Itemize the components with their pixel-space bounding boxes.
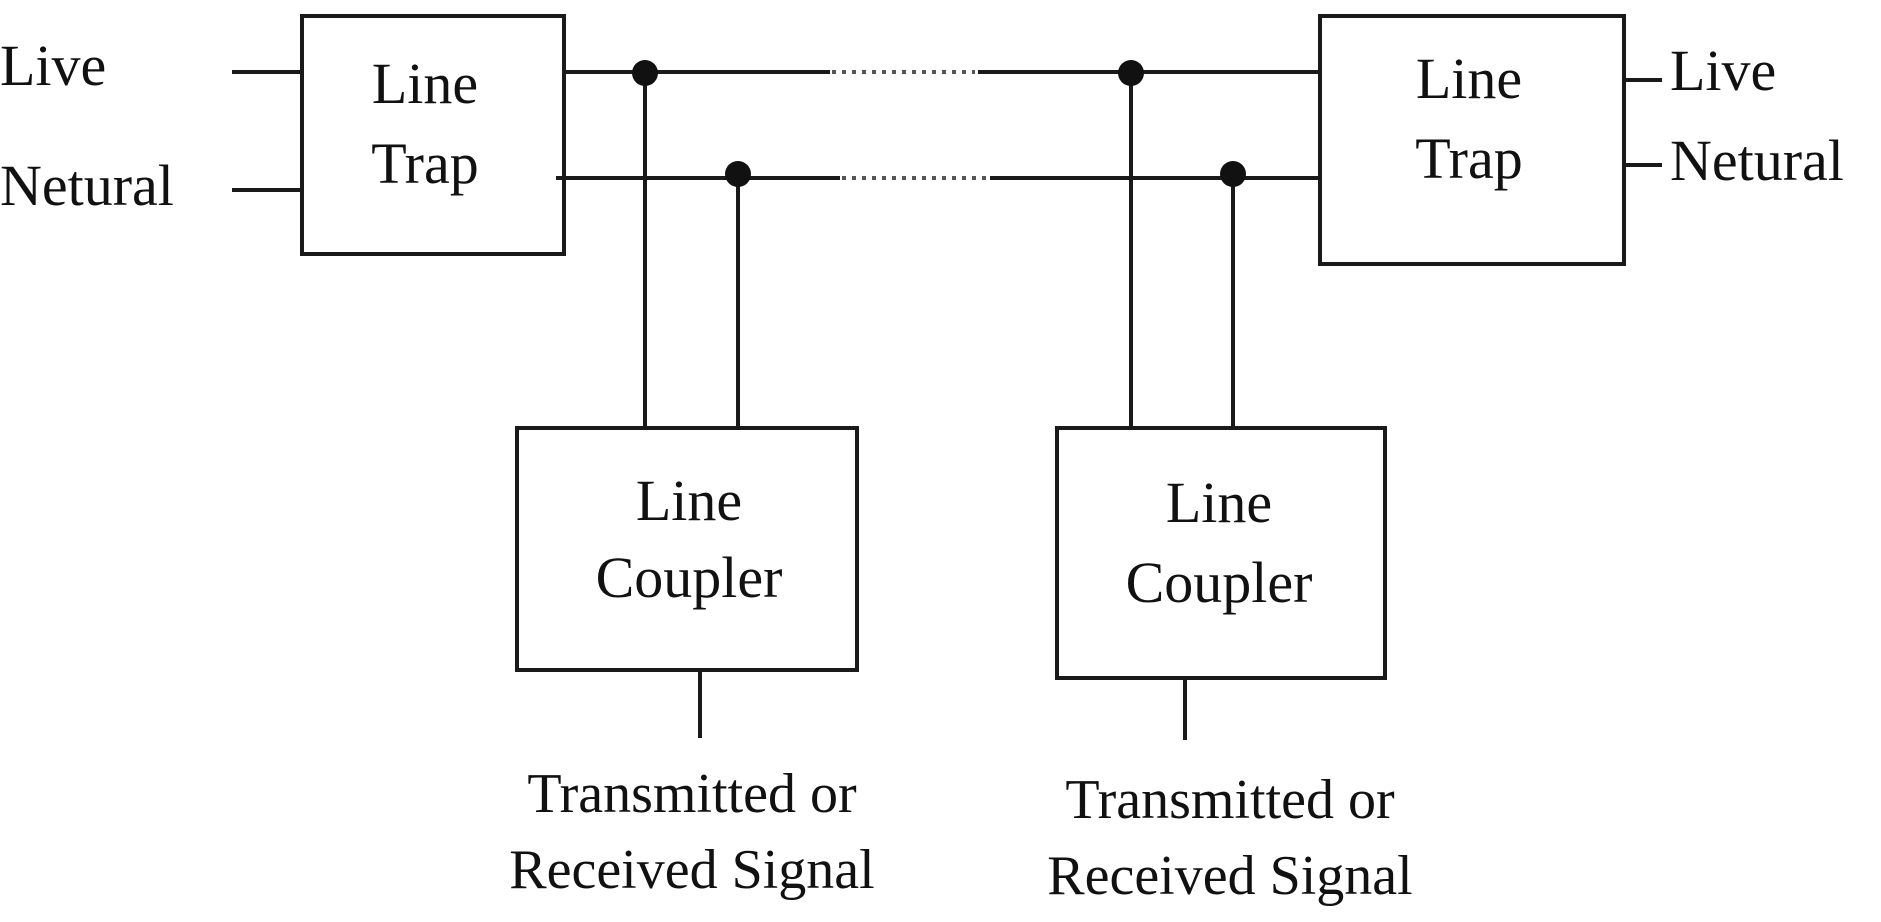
right-signal-label-line1: Transmitted or: [1065, 769, 1395, 831]
left-line-coupler-box: [515, 426, 859, 672]
right-live-label: Live: [1670, 38, 1776, 103]
right-line-trap-box: [1318, 14, 1626, 266]
right-line-coupler-label-line2: Coupler: [1126, 550, 1313, 615]
right-line-coupler-label-line1: Line: [1166, 470, 1272, 535]
left-signal-label-line2: Received Signal: [509, 839, 874, 901]
right-line-trap-label-line1: Line: [1416, 46, 1522, 111]
right-neutral-junction-node: [1220, 161, 1246, 187]
right-line-trap-label-line2: Trap: [1415, 126, 1522, 191]
right-neutral-label: Netural: [1670, 128, 1844, 193]
left-line-trap-label-line2: Trap: [371, 131, 478, 196]
left-neutral-label: Netural: [0, 153, 174, 218]
right-signal-label-line2: Received Signal: [1047, 845, 1412, 907]
right-line-coupler-box: [1055, 426, 1387, 680]
left-line-trap-box: [300, 14, 566, 256]
left-live-junction-node: [632, 60, 658, 86]
left-live-label: Live: [0, 33, 106, 98]
left-neutral-junction-node: [725, 161, 751, 187]
left-line-coupler-label-line1: Line: [636, 468, 742, 533]
right-live-junction-node: [1118, 60, 1144, 86]
left-signal-label-line1: Transmitted or: [527, 763, 857, 825]
left-line-coupler-label-line2: Coupler: [596, 545, 783, 610]
left-line-trap-label-line1: Line: [372, 51, 478, 116]
